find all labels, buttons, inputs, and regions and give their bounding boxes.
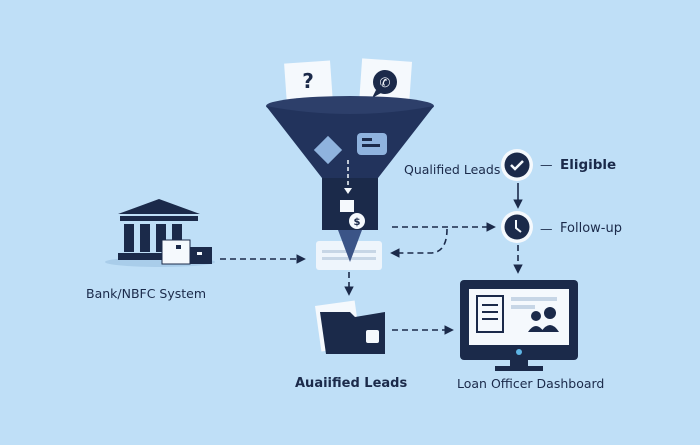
followup-label: Follow-up (560, 221, 622, 236)
monitor-dashboard-icon (460, 280, 578, 371)
lead-card-icon (316, 230, 382, 270)
arrow-followup-back-to-card (390, 228, 448, 258)
bank-label: Bank/NBFC System (86, 286, 207, 301)
clock-icon (501, 211, 533, 243)
folder-label: Auaiified Leads (295, 376, 408, 391)
funnel-icon: ? ✆ (266, 58, 434, 230)
eligible-dash: — (540, 157, 553, 172)
svg-text:?: ? (302, 69, 314, 93)
svg-text:$: $ (354, 217, 361, 228)
eligible-label: Eligible (560, 157, 617, 173)
connector-arrows (220, 183, 523, 335)
money-icon: $ (340, 200, 365, 229)
folder-icon (314, 300, 385, 354)
svg-text:✆: ✆ (380, 76, 391, 91)
followup-dash: — (540, 221, 553, 236)
qualified-leads-side-label: Qualified Leads (404, 162, 501, 177)
checkmark-icon (501, 149, 533, 181)
bank-icon (105, 199, 215, 267)
dashboard-label: Loan Officer Dashboard (457, 376, 605, 391)
